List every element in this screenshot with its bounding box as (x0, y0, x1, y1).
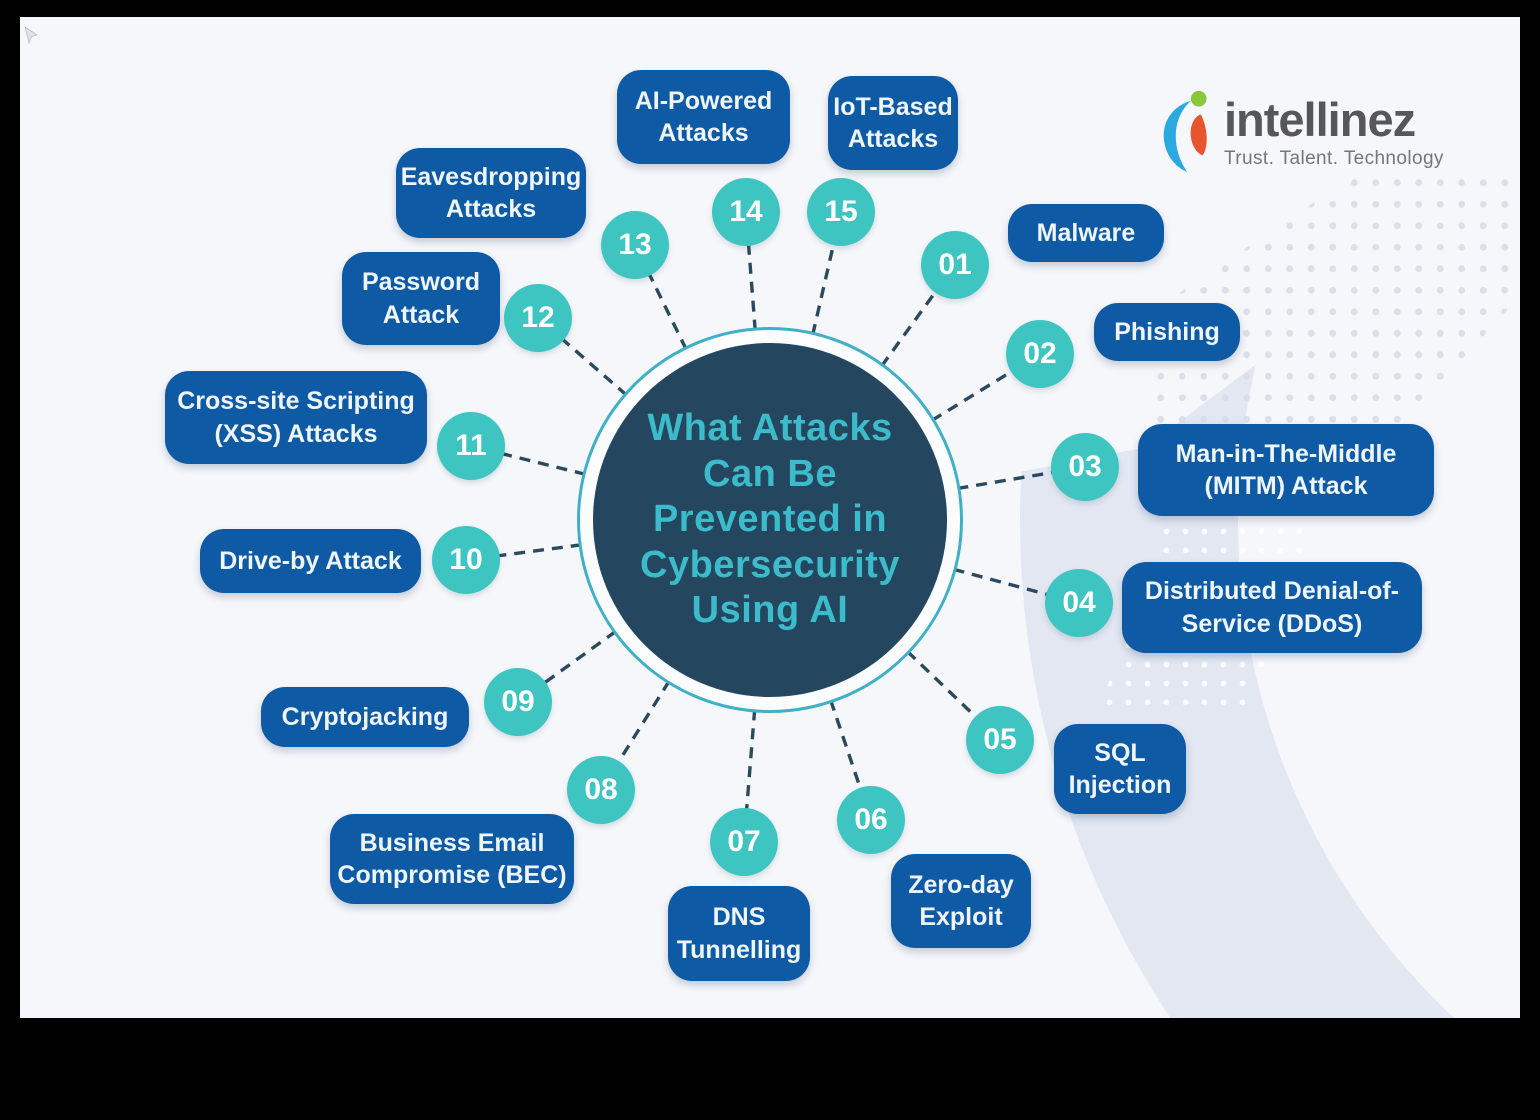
attack-label-13: Eavesdropping Attacks (396, 148, 586, 238)
attack-number-badge-03: 03 (1051, 433, 1119, 501)
attack-number-badge-14: 14 (712, 178, 780, 246)
intellinez-logo-icon (1163, 90, 1207, 173)
logo-text-block: intellinez Trust. Talent. Technology (1224, 88, 1444, 170)
attack-label-11: Cross-site Scripting (XSS) Attacks (165, 371, 427, 464)
attack-number-badge-08: 08 (567, 756, 635, 824)
attack-label-07: DNS Tunnelling (668, 886, 810, 981)
attack-label-05: SQL Injection (1054, 724, 1186, 814)
attack-label-08: Business Email Compromise (BEC) (330, 814, 574, 904)
attack-label-12: Password Attack (342, 252, 500, 345)
attack-label-01: Malware (1008, 204, 1164, 262)
attack-number-badge-12: 12 (504, 284, 572, 352)
attack-label-02: Phishing (1094, 303, 1240, 361)
attack-number-badge-07: 07 (710, 808, 778, 876)
attack-number-badge-01: 01 (921, 231, 989, 299)
attack-number-badge-09: 09 (484, 668, 552, 736)
attack-number-badge-05: 05 (966, 706, 1034, 774)
logo-tagline: Trust. Talent. Technology (1224, 148, 1444, 169)
attack-label-06: Zero-day Exploit (891, 854, 1031, 948)
attack-label-15: IoT-Based Attacks (828, 76, 958, 170)
attack-number-badge-11: 11 (437, 412, 505, 480)
logo-wordmark: intellinez (1224, 93, 1416, 146)
intellinez-logo: intellinez Trust. Talent. Technology (1158, 88, 1444, 174)
attack-label-09: Cryptojacking (261, 687, 469, 747)
attack-label-10: Drive-by Attack (200, 529, 421, 593)
attack-number-badge-04: 04 (1045, 569, 1113, 637)
attack-number-badge-15: 15 (807, 178, 875, 246)
mouse-cursor (24, 26, 39, 49)
attack-label-03: Man-in-The-Middle (MITM) Attack (1138, 424, 1434, 516)
attack-number-badge-13: 13 (601, 211, 669, 279)
attack-number-badge-06: 06 (837, 786, 905, 854)
attack-label-04: Distributed Denial-of- Service (DDoS) (1122, 562, 1422, 653)
attack-label-14: AI-Powered Attacks (617, 70, 790, 164)
attack-number-badge-10: 10 (432, 526, 500, 594)
attack-number-badge-02: 02 (1006, 320, 1074, 388)
center-circle-inner: What Attacks Can Be Prevented in Cyberse… (593, 343, 947, 697)
center-circle: What Attacks Can Be Prevented in Cyberse… (577, 327, 963, 713)
diagram-title: What Attacks Can Be Prevented in Cyberse… (640, 407, 900, 632)
